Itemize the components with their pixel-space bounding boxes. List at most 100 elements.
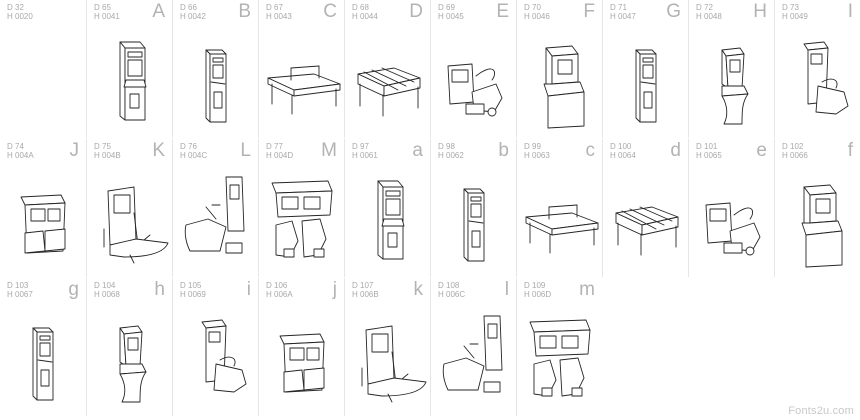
glyph-cell[interactable]: D 99 H 0063 c bbox=[516, 139, 602, 277]
char-codes: D 105 H 0069 bbox=[180, 281, 206, 299]
driver-arcade-icon bbox=[176, 310, 256, 410]
decimal-code: D 67 bbox=[266, 3, 283, 12]
slim-arcade-icon bbox=[606, 32, 686, 132]
twinseat-arcade-icon bbox=[262, 171, 342, 271]
glyph-cell[interactable]: D 75 H 004B K bbox=[86, 139, 172, 277]
glyph-cell[interactable]: D 77 H 004D M bbox=[258, 139, 344, 277]
hex-code: H 0061 bbox=[352, 150, 378, 160]
hex-code: H 0068 bbox=[94, 289, 120, 299]
curvy-arcade-icon bbox=[90, 310, 170, 410]
glyph-cell[interactable]: D 74 H 004A J bbox=[0, 139, 86, 277]
glyph-character: c bbox=[585, 140, 596, 161]
char-codes: D 71 H 0047 bbox=[610, 3, 636, 21]
hex-code: H 0049 bbox=[782, 11, 808, 21]
ride-arcade-icon bbox=[90, 171, 170, 271]
hex-code: H 0043 bbox=[266, 11, 292, 21]
glyph-character: L bbox=[240, 140, 251, 161]
decimal-code: D 70 bbox=[524, 3, 541, 12]
glyph-cell[interactable]: D 76 H 004C L bbox=[172, 139, 258, 277]
glyph-character: f bbox=[847, 140, 853, 161]
decimal-code: D 101 bbox=[696, 142, 718, 151]
decimal-code: D 106 bbox=[266, 281, 288, 290]
decimal-code: D 66 bbox=[180, 3, 197, 12]
char-codes: D 70 H 0046 bbox=[524, 3, 550, 21]
foosball-arcade-icon bbox=[348, 32, 428, 132]
upright-arcade-icon bbox=[348, 171, 428, 271]
glyph-character: M bbox=[321, 140, 337, 161]
glyph-cell[interactable]: D 97 H 0061 a bbox=[344, 139, 430, 277]
hex-code: H 0062 bbox=[438, 150, 464, 160]
glyph-character: A bbox=[152, 1, 165, 22]
decimal-code: D 102 bbox=[782, 142, 804, 151]
glyph-character: D bbox=[409, 1, 423, 22]
glyph-cell[interactable]: D 104 H 0068 h bbox=[86, 278, 172, 416]
glyph-cell[interactable]: D 32 H 0020 bbox=[0, 0, 86, 138]
glyph-character: E bbox=[496, 1, 509, 22]
decimal-code: D 109 bbox=[524, 281, 546, 290]
glyph-character: I bbox=[847, 1, 853, 22]
decimal-code: D 71 bbox=[610, 3, 627, 12]
char-codes: D 65 H 0041 bbox=[94, 3, 120, 21]
slim-arcade-icon bbox=[3, 310, 83, 410]
decimal-code: D 97 bbox=[352, 142, 369, 151]
glyph-character: i bbox=[246, 279, 251, 300]
glyph-character: a bbox=[412, 140, 423, 161]
glyph-cell[interactable]: D 65 H 0041 A bbox=[86, 0, 172, 138]
slim-arcade-icon bbox=[434, 171, 514, 271]
airhockey-arcade-icon bbox=[520, 171, 600, 271]
glyph-character: k bbox=[413, 279, 424, 300]
char-codes: D 67 H 0043 bbox=[266, 3, 292, 21]
glyph-character: F bbox=[583, 1, 595, 22]
char-codes: D 104 H 0068 bbox=[94, 281, 120, 299]
hex-code: H 0063 bbox=[524, 150, 550, 160]
char-codes: D 77 H 004D bbox=[266, 142, 293, 160]
decimal-code: D 32 bbox=[7, 3, 24, 12]
glyph-character: K bbox=[152, 140, 165, 161]
glyph-character: d bbox=[670, 140, 681, 161]
twin-arcade-icon bbox=[3, 171, 83, 271]
glyph-cell[interactable]: D 105 H 0069 i bbox=[172, 278, 258, 416]
glyph-character: h bbox=[154, 279, 165, 300]
char-codes: D 74 H 004A bbox=[7, 142, 34, 160]
decimal-code: D 75 bbox=[94, 142, 111, 151]
decimal-code: D 100 bbox=[610, 142, 632, 151]
glyph-cell[interactable]: D 69 H 0045 E bbox=[430, 0, 516, 138]
hex-code: H 0047 bbox=[610, 11, 636, 21]
glyph-cell[interactable]: D 70 H 0046 F bbox=[516, 0, 602, 138]
hex-code: H 0042 bbox=[180, 11, 206, 21]
hex-code: H 004B bbox=[94, 150, 121, 160]
glyph-character: b bbox=[498, 140, 509, 161]
char-codes: D 76 H 004C bbox=[180, 142, 207, 160]
char-codes: D 66 H 0042 bbox=[180, 3, 206, 21]
glyph-character: l bbox=[504, 279, 509, 300]
hex-code: H 0067 bbox=[7, 289, 33, 299]
hex-code: H 0045 bbox=[438, 11, 464, 21]
hex-code: H 006B bbox=[352, 289, 379, 299]
char-codes: D 69 H 0045 bbox=[438, 3, 464, 21]
driver-arcade-icon bbox=[778, 32, 858, 132]
hex-code: H 0046 bbox=[524, 11, 550, 21]
decimal-code: D 99 bbox=[524, 142, 541, 151]
moto-arcade-icon bbox=[434, 32, 514, 132]
decimal-code: D 74 bbox=[7, 142, 24, 151]
char-codes: D 98 H 0062 bbox=[438, 142, 464, 160]
glyph-character: J bbox=[69, 140, 80, 161]
glyph-cell[interactable]: D 102 H 0066 f bbox=[774, 139, 860, 277]
decimal-code: D 105 bbox=[180, 281, 202, 290]
twinseat-arcade-icon bbox=[520, 310, 600, 410]
char-codes: D 102 H 0066 bbox=[782, 142, 808, 160]
glyph-cell[interactable]: D 98 H 0062 b bbox=[430, 139, 516, 277]
